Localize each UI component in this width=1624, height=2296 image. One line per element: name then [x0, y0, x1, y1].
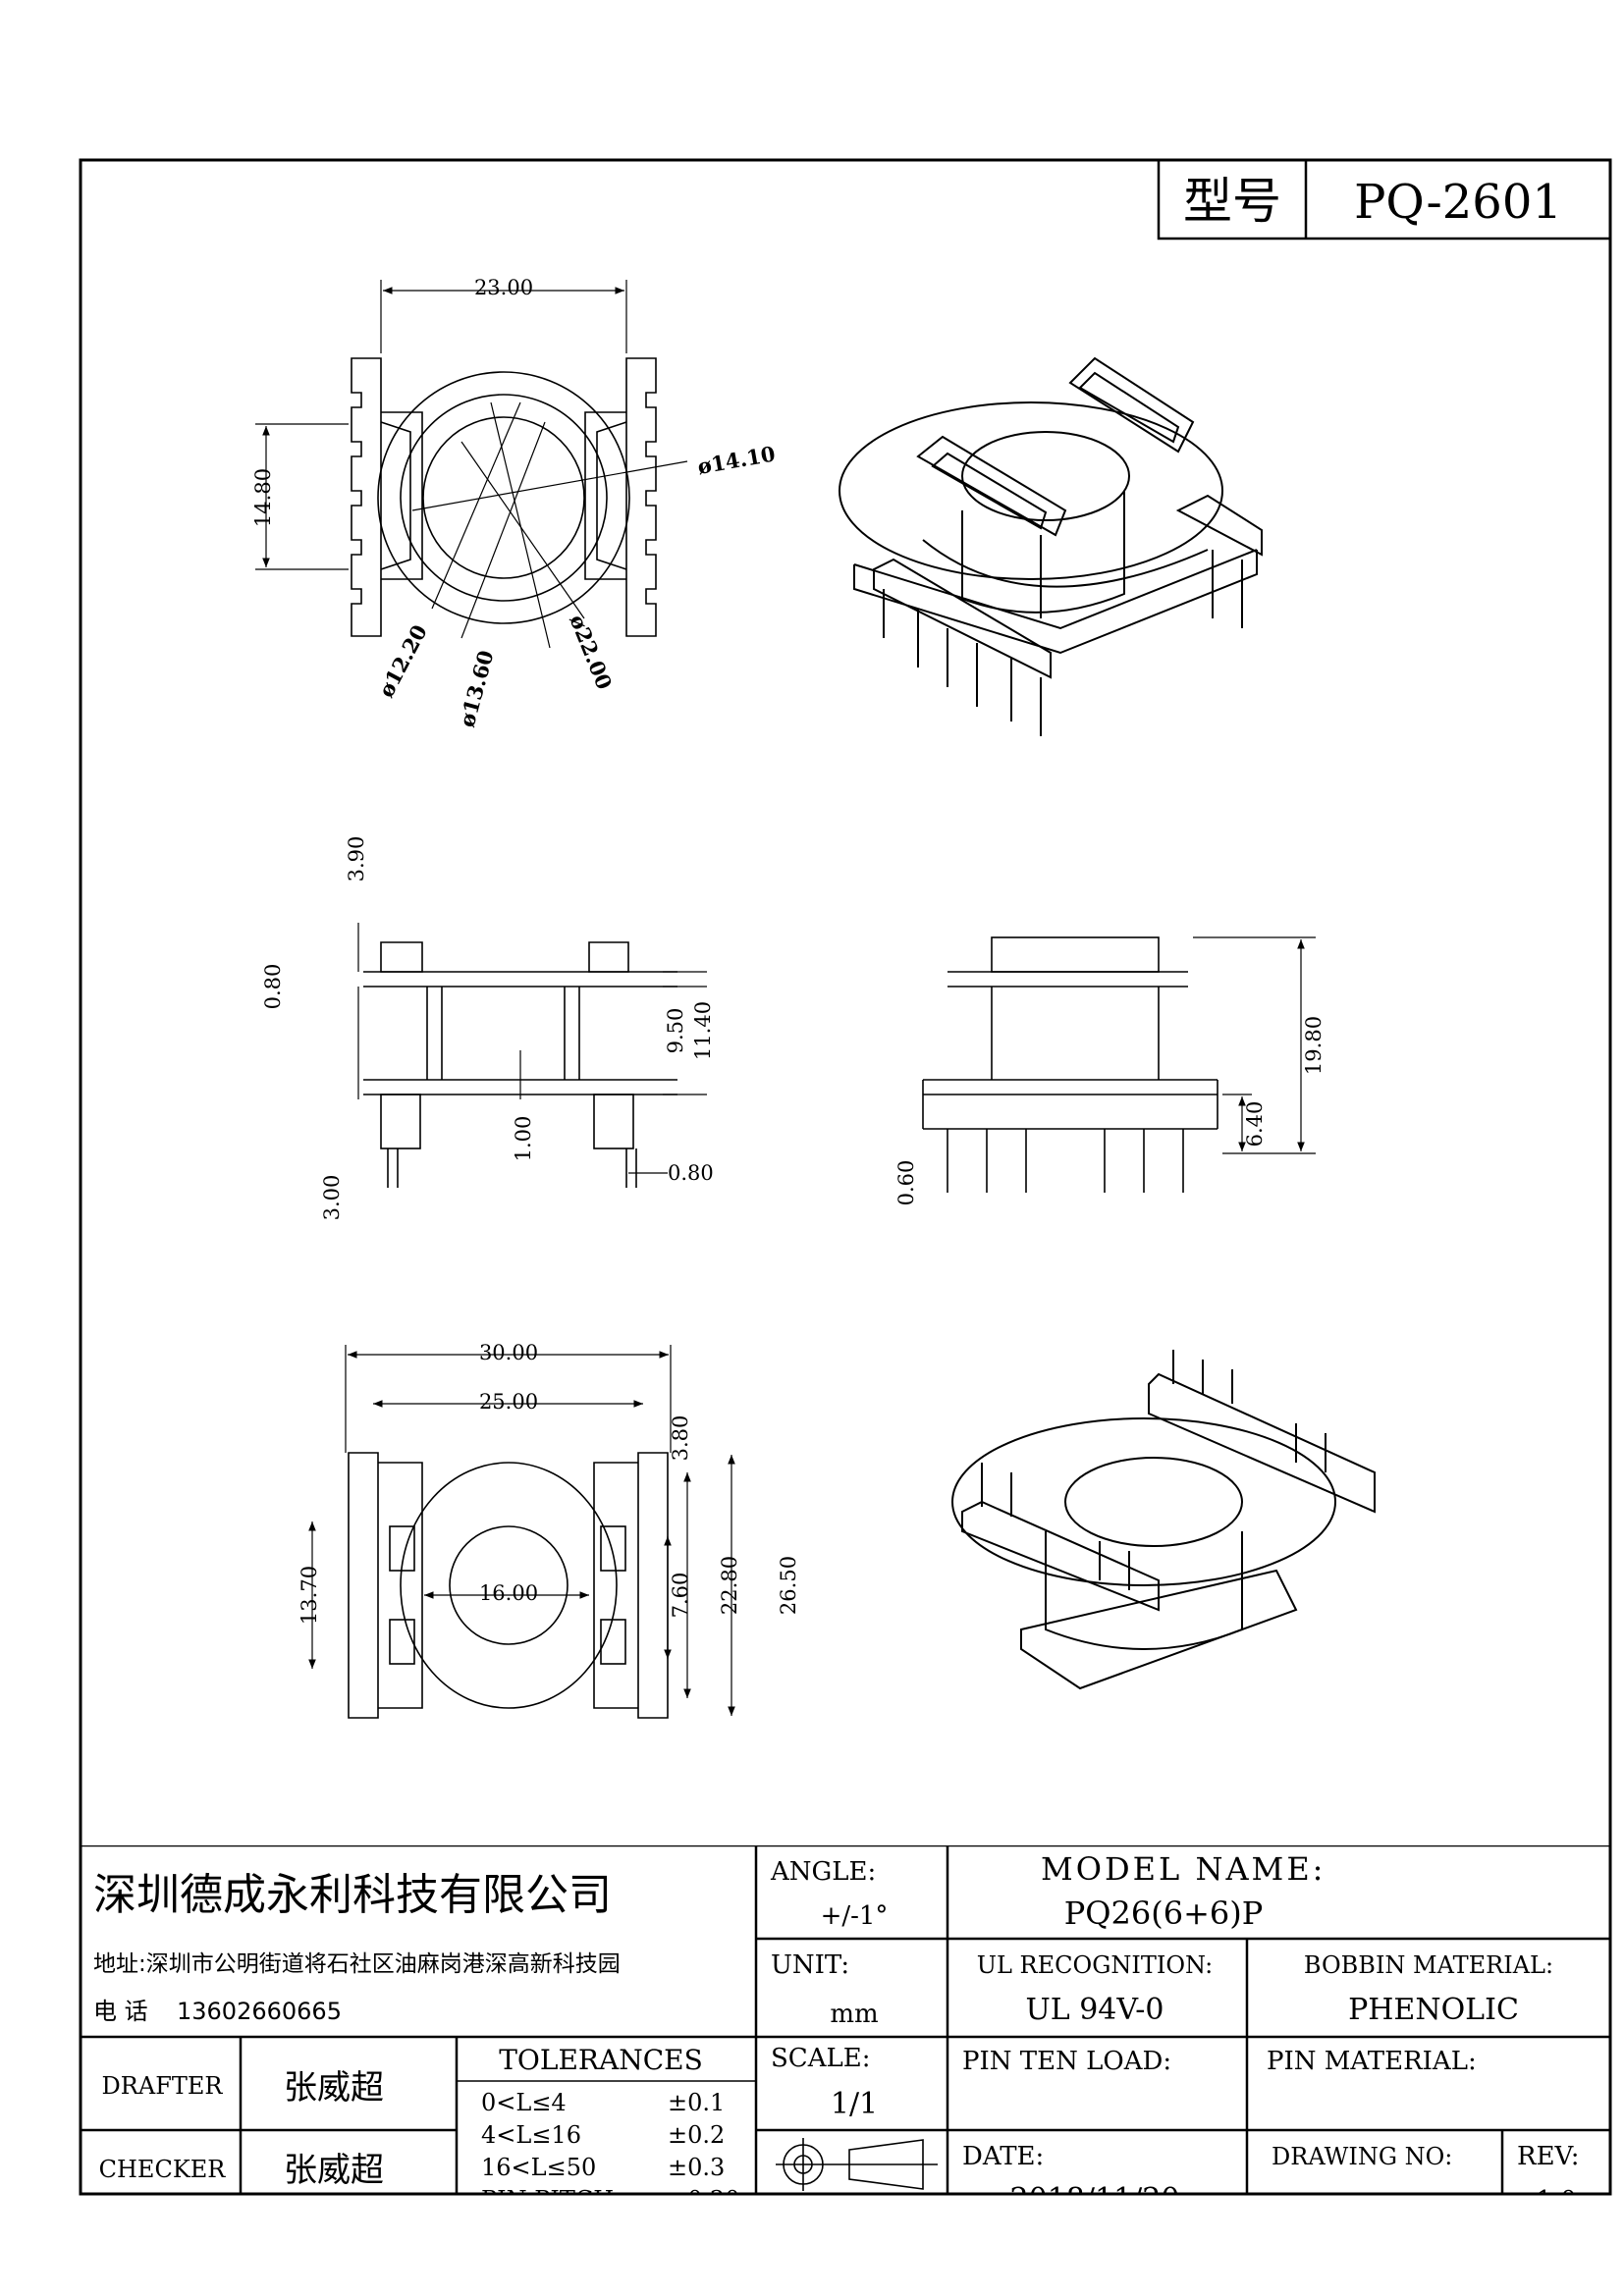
rev-value: 1.0	[1536, 2186, 1576, 2216]
dim-E: ø12.20	[373, 620, 432, 701]
dim-O: 6.40	[1243, 1101, 1267, 1148]
bobbin-value: PHENOLIC	[1348, 1993, 1519, 2027]
tolerance-value-3: ±0.3	[668, 2154, 725, 2181]
title-block: 深圳德成永利科技有限公司 地址:深圳市公明街道将石社区油麻岗港深高新科技园 电 …	[81, 1845, 1610, 2216]
isometric-view-top	[839, 356, 1263, 736]
sheet-border	[79, 158, 1612, 2196]
bottom-view-dimensions	[308, 1345, 735, 1716]
company-address: 地址:深圳市公明街道将石社区油麻岗港深高新科技园	[93, 1951, 621, 1977]
projection-symbol-icon	[776, 2138, 938, 2191]
side-view	[922, 936, 1218, 1193]
dim-X: 22.80	[718, 1556, 741, 1615]
dim-I: 3.00	[320, 1175, 344, 1221]
model-header: 型号 PQ-2601	[1157, 158, 1612, 240]
dim-L: 11.40	[691, 1001, 715, 1060]
model-value: PQ-2601	[1354, 175, 1562, 230]
angle-label: ANGLE:	[770, 1857, 876, 1887]
dim-W: 7.60	[669, 1573, 692, 1619]
rev-label: REV:	[1517, 2142, 1579, 2171]
side-view-dimensions	[1193, 936, 1316, 1154]
front-view	[363, 941, 677, 1188]
dim-R: 30.00	[479, 1341, 538, 1364]
dim-A: 23.00	[474, 276, 533, 299]
pin-ten-load-label: PIN TEN LOAD:	[962, 2047, 1171, 2076]
tolerances-label: TOLERANCES	[499, 2044, 703, 2076]
ul-label: UL RECOGNITION:	[977, 1951, 1213, 1979]
bottom-view	[348, 1452, 669, 1719]
company-name: 深圳德成永利科技有限公司	[93, 1870, 612, 1920]
tolerance-range-3: 16<L≤50	[481, 2154, 596, 2181]
phone-label: 电 话	[93, 1998, 148, 2025]
phone-number: 13602660665	[177, 1998, 342, 2025]
drafter-label: DRAFTER	[102, 2072, 224, 2100]
dim-H: 0.80	[261, 964, 285, 1010]
tolerance-range-2: 4<L≤16	[481, 2121, 581, 2149]
tolerance-value-4: ±0.20	[668, 2186, 740, 2214]
dim-S: 13.70	[298, 1566, 321, 1625]
scale-value: 1/1	[831, 2087, 878, 2121]
front-view-dimensions	[357, 923, 707, 1174]
dim-V: 3.80	[669, 1415, 692, 1462]
checker-label: CHECKER	[99, 2156, 227, 2183]
checker-name: 张威超	[284, 2151, 384, 2190]
pin-material-label: PIN MATERIAL:	[1267, 2047, 1477, 2076]
dim-M: 0.80	[668, 1161, 714, 1185]
drafter-name: 张威超	[284, 2068, 384, 2108]
bobbin-label: BOBBIN MATERIAL:	[1304, 1951, 1553, 1979]
dim-U: 16.00	[479, 1581, 538, 1605]
date-value: 2018/11/20	[1010, 2182, 1180, 2216]
model-name-value: PQ26(6+6)P	[1064, 1895, 1264, 1932]
model-name-label: MODEL NAME:	[1041, 1850, 1326, 1888]
unit-label: UNIT:	[771, 1950, 849, 1980]
isometric-view-bottom	[951, 1350, 1376, 1690]
dim-B: ø14.10	[696, 441, 778, 478]
right-pin-comb	[625, 357, 657, 637]
left-pin-comb	[351, 357, 382, 637]
drawing-no-label: DRAWING NO:	[1272, 2143, 1452, 2170]
unit-value: mm	[830, 2000, 878, 2029]
model-label: 型号	[1183, 173, 1281, 230]
dim-Y: 26.50	[777, 1556, 800, 1615]
scale-label: SCALE:	[771, 2044, 871, 2073]
dim-P: 19.80	[1302, 1016, 1326, 1075]
tolerance-range-1: 0<L≤4	[481, 2089, 567, 2116]
date-label: DATE:	[962, 2142, 1044, 2171]
dim-D: 14.80	[251, 468, 275, 527]
dim-C: ø13.60	[455, 648, 499, 730]
dim-F: ø22.00	[565, 612, 617, 693]
dim-Q: 25.00	[479, 1390, 538, 1414]
tolerance-value-2: ±0.2	[668, 2121, 725, 2149]
top-view	[351, 357, 688, 649]
angle-value: +/-1°	[821, 1901, 889, 1931]
dim-N: 0.60	[894, 1160, 918, 1206]
dim-K: 9.50	[664, 1008, 687, 1054]
dim-G: 3.90	[345, 836, 368, 882]
tolerance-value-1: ±0.1	[668, 2089, 725, 2116]
tolerance-range-4: PIN PITCH	[481, 2186, 614, 2214]
top-view-dimensions	[255, 280, 627, 570]
ul-value: UL 94V-0	[1025, 1993, 1164, 2027]
dim-J: 1.00	[512, 1116, 535, 1162]
